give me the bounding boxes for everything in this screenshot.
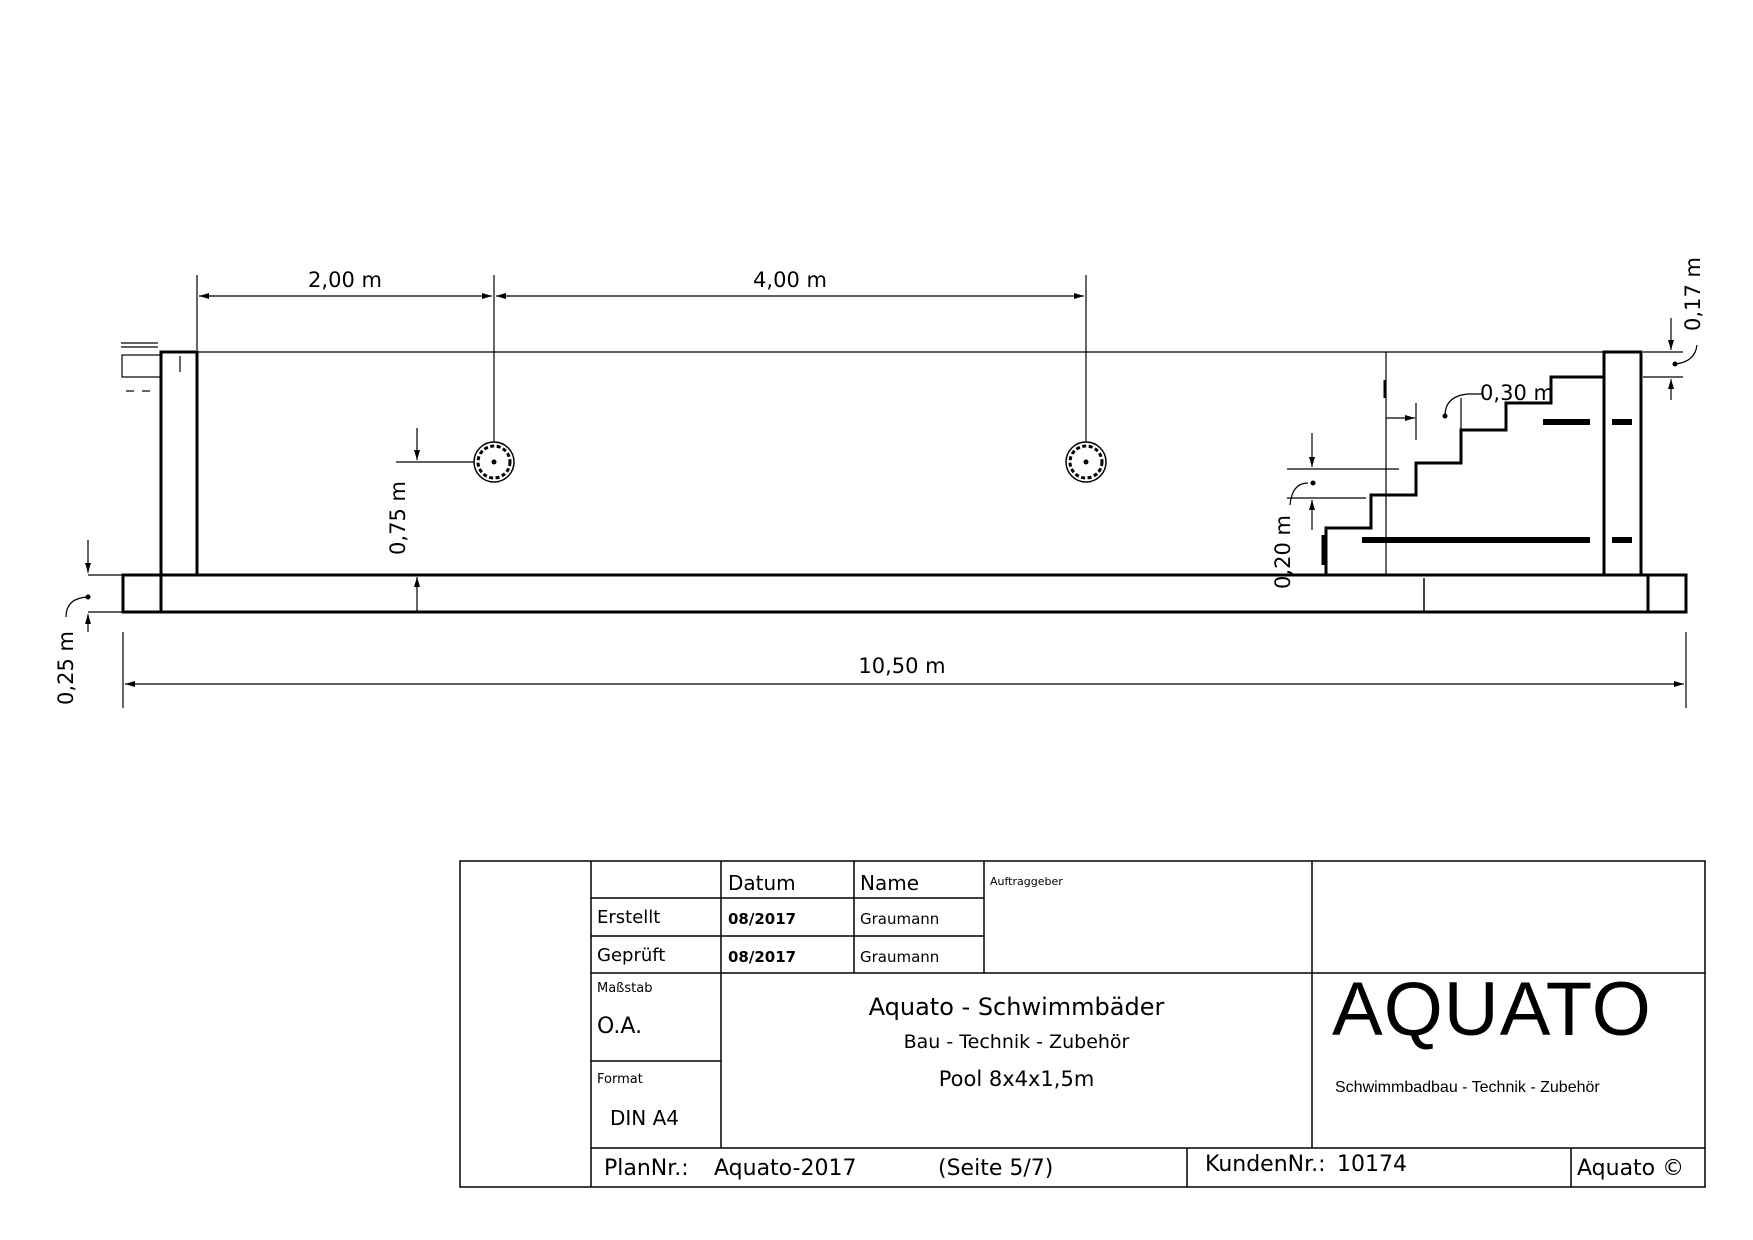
inlet-nozzle-1 bbox=[473, 441, 515, 483]
floor-slab bbox=[121, 573, 1688, 614]
dim-10-50m: 10,50 m bbox=[858, 654, 945, 678]
inlet-nozzle-2 bbox=[1065, 441, 1107, 483]
pool-stairs bbox=[1324, 375, 1604, 575]
dim-0-17m: 0,17 m bbox=[1681, 257, 1705, 331]
left-wall bbox=[159, 350, 199, 577]
right-wall bbox=[1602, 350, 1643, 577]
stair-rails bbox=[1362, 419, 1632, 543]
skimmer bbox=[121, 342, 162, 392]
title-block-frame bbox=[459, 860, 1706, 1188]
dim-0-20m: 0,20 m bbox=[1271, 515, 1295, 589]
dim-0-30m: 0,30 m bbox=[1480, 381, 1554, 405]
dim-0-25m: 0,25 m bbox=[54, 631, 78, 705]
dim-0-75m: 0,75 m bbox=[386, 481, 410, 555]
dim-4m: 4,00 m bbox=[753, 268, 827, 292]
dim-2m: 2,00 m bbox=[308, 268, 382, 292]
